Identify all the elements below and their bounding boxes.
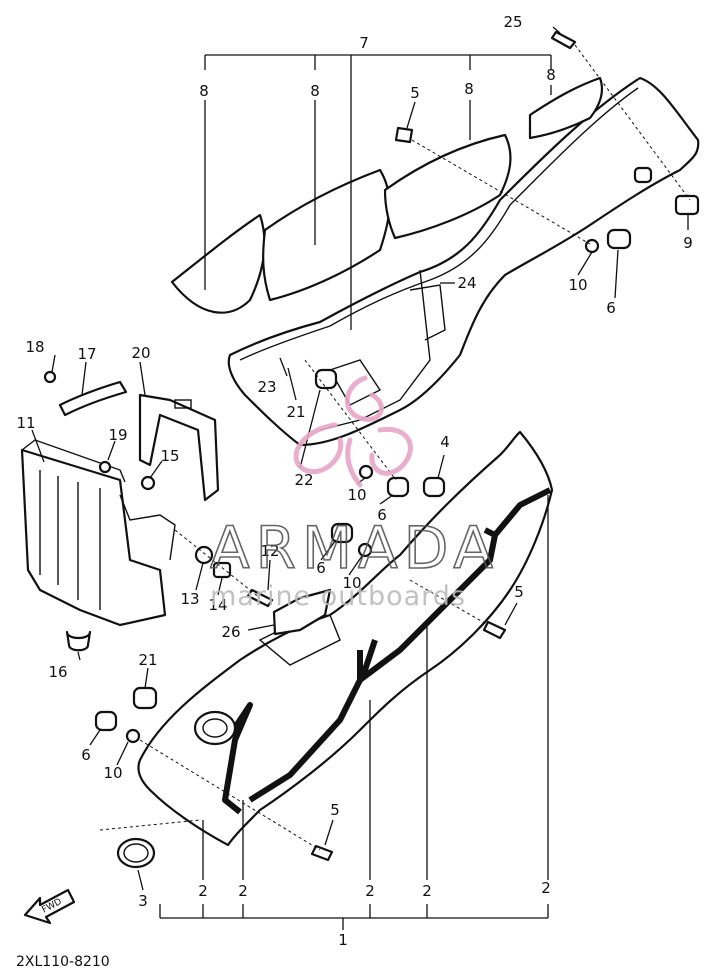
label-10a: 10	[568, 276, 587, 294]
label-2b: 2	[238, 882, 248, 900]
collar-14	[212, 561, 232, 579]
upper-side-cover	[227, 76, 700, 447]
label-8b: 8	[310, 82, 320, 100]
label-6a: 6	[606, 299, 616, 317]
watermark: ARMADA marine outboards	[209, 375, 499, 612]
label-8c: 8	[464, 80, 474, 98]
label-4: 4	[440, 433, 450, 451]
grommet-21-lower	[132, 686, 158, 710]
grommet-6-mid	[386, 476, 410, 498]
grommet-13	[194, 545, 214, 565]
label-6c: 6	[316, 559, 326, 577]
collar-10-upper	[584, 238, 600, 254]
bolt-5-mid	[482, 620, 507, 640]
fwd-arrow: FWD	[23, 888, 76, 925]
plate-26	[272, 588, 332, 636]
grommet-4	[422, 476, 446, 498]
label-2c: 2	[365, 882, 375, 900]
collar-10-left	[125, 728, 141, 744]
grommet-6-upper	[606, 228, 632, 250]
grommet-6-lower	[330, 522, 354, 544]
label-16: 16	[48, 663, 67, 681]
label-2e: 2	[541, 879, 551, 897]
alignment-lines	[99, 44, 691, 851]
label-9: 9	[683, 234, 693, 252]
battery-box	[20, 439, 176, 627]
watermark-title: ARMADA	[210, 514, 499, 582]
label-17: 17	[77, 345, 96, 363]
grommet-9	[674, 194, 700, 216]
label-8d: 8	[546, 66, 556, 84]
label-24: 24	[457, 274, 476, 292]
collar-10-lower	[357, 542, 373, 558]
label-10c: 10	[342, 574, 361, 592]
label-13: 13	[180, 590, 199, 608]
label-6b: 6	[377, 506, 387, 524]
label-20: 20	[131, 344, 150, 362]
label-12: 12	[260, 542, 279, 560]
label-3: 3	[138, 892, 148, 910]
leader-lines	[31, 26, 689, 930]
upper-decals	[170, 76, 604, 314]
label-2a: 2	[198, 882, 208, 900]
watermark-logo-icon	[293, 375, 413, 488]
label-1: 1	[338, 931, 348, 949]
label-18: 18	[25, 338, 44, 356]
label-8a: 8	[199, 82, 209, 100]
label-11: 11	[16, 414, 35, 432]
callout-labels: 7 8 8 8 8 25 5 9 10 6 24 18 17 20 23 21 …	[16, 13, 692, 949]
bolt-5-upper	[394, 126, 414, 144]
collar-10-mid	[358, 464, 374, 480]
battery-strap	[58, 380, 128, 417]
diagram-code: 2XL110-8210	[16, 954, 110, 970]
grommets-collars-bolts	[94, 30, 700, 869]
label-14: 14	[208, 596, 227, 614]
grommet-6-left	[94, 710, 118, 732]
battery-band	[138, 393, 220, 502]
small-hardware	[43, 370, 274, 652]
bolt-5-lower	[310, 844, 334, 862]
label-6d: 6	[81, 746, 91, 764]
label-23: 23	[257, 378, 276, 396]
label-10b: 10	[347, 486, 366, 504]
label-21b: 21	[138, 651, 157, 669]
label-7: 7	[359, 34, 369, 52]
cap-3	[116, 837, 156, 869]
label-2d: 2	[422, 882, 432, 900]
watermark-subtitle: marine outboards	[210, 581, 466, 612]
label-15: 15	[160, 447, 179, 465]
nut-19	[98, 460, 112, 474]
grommet-upper-b	[633, 166, 653, 184]
label-22: 22	[294, 471, 313, 489]
label-10d: 10	[103, 764, 122, 782]
lower-side-cover	[137, 430, 554, 847]
label-5c: 5	[330, 801, 340, 819]
label-5b: 5	[514, 583, 524, 601]
label-21a: 21	[286, 403, 305, 421]
label-26: 26	[221, 623, 240, 641]
label-5a: 5	[410, 84, 420, 102]
label-25: 25	[503, 13, 522, 31]
grommet-21-upper	[314, 368, 338, 390]
nut-15	[140, 475, 156, 491]
screw-25	[550, 30, 577, 50]
bolt-18	[43, 370, 57, 384]
label-19: 19	[108, 426, 127, 444]
damper-16	[65, 630, 92, 652]
